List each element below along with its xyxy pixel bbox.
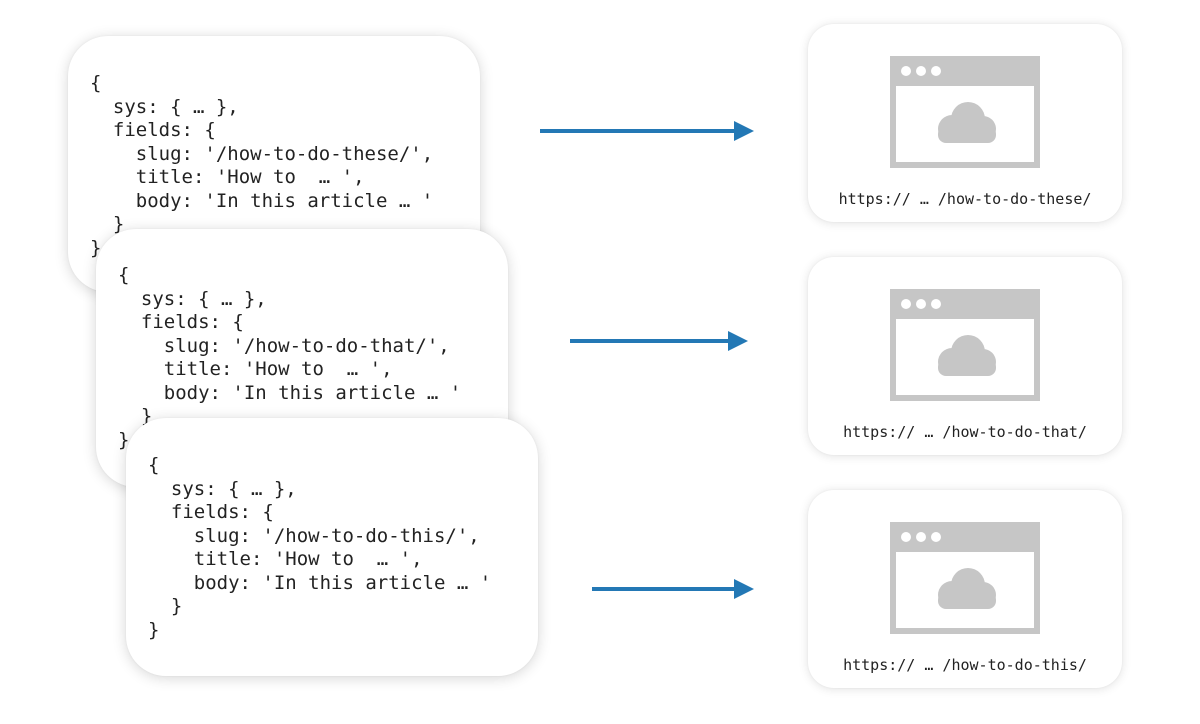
page-card-that: https:// … /how-to-do-that/ (808, 257, 1122, 455)
cloud-icon (938, 335, 996, 376)
page-url: https:// … /how-to-do-these/ (838, 190, 1092, 208)
code-block: { sys: { … }, fields: { slug: '/how-to-d… (148, 454, 492, 641)
page-card-this: https:// … /how-to-do-this/ (808, 490, 1122, 688)
cloud-icon (938, 568, 996, 609)
page-url: https:// … /how-to-do-that/ (843, 423, 1087, 441)
arrow-right-icon (592, 579, 754, 599)
page-url: https:// … /how-to-do-this/ (843, 656, 1087, 674)
code-block: { sys: { … }, fields: { slug: '/how-to-d… (118, 264, 462, 451)
code-card-this: { sys: { … }, fields: { slug: '/how-to-d… (126, 418, 538, 676)
browser-window-icon (890, 289, 1040, 401)
cloud-icon (938, 102, 996, 143)
code-block: { sys: { … }, fields: { slug: '/how-to-d… (90, 72, 434, 259)
browser-window-icon (890, 522, 1040, 634)
arrow-right-icon (570, 331, 748, 351)
browser-window-icon (890, 56, 1040, 168)
page-card-these: https:// … /how-to-do-these/ (808, 24, 1122, 222)
arrow-right-icon (540, 121, 754, 141)
